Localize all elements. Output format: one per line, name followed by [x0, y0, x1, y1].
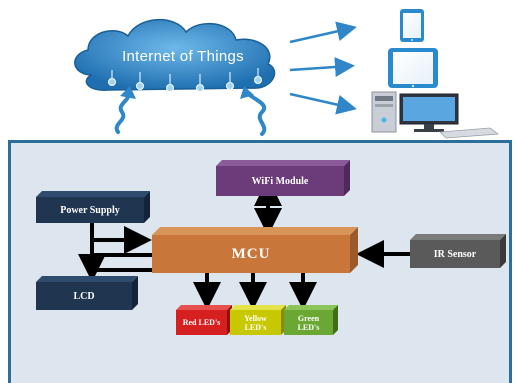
red-leds-block: Red LED's [176, 305, 232, 335]
tablet-small-icon [400, 9, 424, 42]
power-supply-block: Power Supply [36, 191, 150, 223]
yellow-leds-block: Yellow LED's [230, 305, 286, 335]
wifi-module-label: WiFi Module [216, 166, 344, 196]
green-leds-block: Green LED's [284, 305, 338, 335]
wifi-module-block: WiFi Module [216, 160, 350, 196]
yellow-leds-label: Yellow LED's [230, 310, 281, 335]
cloud-label: Internet of Things [122, 48, 244, 65]
mcu-block: MCU [152, 227, 358, 273]
desktop-computer-icon [371, 91, 500, 139]
lcd-label: LCD [36, 282, 132, 310]
ir-sensor-block: IR Sensor [410, 234, 506, 268]
cloud-icon [74, 18, 276, 92]
wavy-arrow-right-icon [240, 86, 267, 136]
power-supply-label: Power Supply [36, 197, 144, 223]
ir-sensor-label: IR Sensor [410, 240, 500, 268]
green-leds-label: Green LED's [284, 310, 333, 335]
tablet-large-icon [388, 48, 438, 88]
mcu-label: MCU [152, 235, 350, 273]
wavy-arrow-left-icon [114, 86, 136, 134]
red-leds-label: Red LED's [176, 310, 227, 335]
iot-illustration [74, 9, 500, 139]
device-arrows [289, 21, 357, 115]
lcd-block: LCD [36, 276, 138, 310]
